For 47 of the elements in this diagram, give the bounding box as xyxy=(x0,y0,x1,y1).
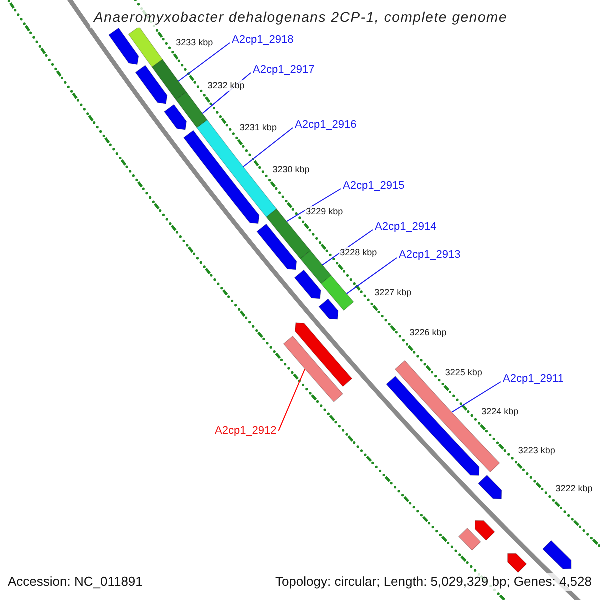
gene-block xyxy=(300,250,332,284)
scale-label: 3227 kbp xyxy=(374,288,413,299)
gene-block xyxy=(320,275,354,311)
gene-block xyxy=(295,322,353,388)
gene-block xyxy=(256,224,298,270)
scale-label: 3233 kbp xyxy=(175,38,214,49)
scale-label: 3225 kbp xyxy=(444,368,484,379)
gene-label: A2cp1_2913 xyxy=(399,248,461,262)
gene-block xyxy=(152,59,187,100)
gene-label: A2cp1_2912 xyxy=(215,424,277,438)
gene-block xyxy=(176,92,208,128)
gene-label: A2cp1_2915 xyxy=(343,179,405,193)
scale-label: 3228 kbp xyxy=(339,247,378,258)
gene-block xyxy=(542,540,572,570)
gene-block xyxy=(318,298,339,320)
gene-block xyxy=(108,28,140,66)
leader-line xyxy=(346,258,398,294)
gene-block xyxy=(128,26,164,68)
scale-label: 3231 kbp xyxy=(238,122,278,134)
gene-label: A2cp1_2914 xyxy=(375,220,437,234)
gene-block xyxy=(294,270,322,300)
gene-block xyxy=(135,65,168,104)
scale-label: 3224 kbp xyxy=(480,406,520,418)
gene-block xyxy=(283,336,344,402)
scale-label: 3226 kbp xyxy=(408,328,448,339)
gene-label: A2cp1_2911 xyxy=(503,372,564,386)
leader-line xyxy=(178,42,230,82)
gene-block xyxy=(164,104,188,130)
scale-label: 3222 kbp xyxy=(554,483,594,494)
gene-label: A2cp1_2918 xyxy=(232,33,294,47)
scale-label: 3230 kbp xyxy=(272,164,311,176)
gene-block xyxy=(474,520,496,541)
gene-block xyxy=(478,474,502,500)
gene-label: A2cp1_2916 xyxy=(295,118,357,132)
genome-info-note: Topology: circular; Length: 5,029,329 bp; Genes: 4,528 xyxy=(273,573,594,591)
gene-label: A2cp1_2917 xyxy=(253,63,315,77)
scale-label: 3232 kbp xyxy=(206,80,246,92)
gene-block xyxy=(508,553,528,574)
gene-block xyxy=(394,360,500,473)
scale-label: 3229 kbp xyxy=(305,206,344,218)
leader-line xyxy=(278,368,306,432)
gene-block xyxy=(386,376,480,476)
scale-label: 3223 kbp xyxy=(517,445,556,456)
leader-line xyxy=(451,382,502,413)
leader-line xyxy=(286,188,342,222)
gene-block xyxy=(184,130,260,224)
gene-block xyxy=(458,528,482,551)
